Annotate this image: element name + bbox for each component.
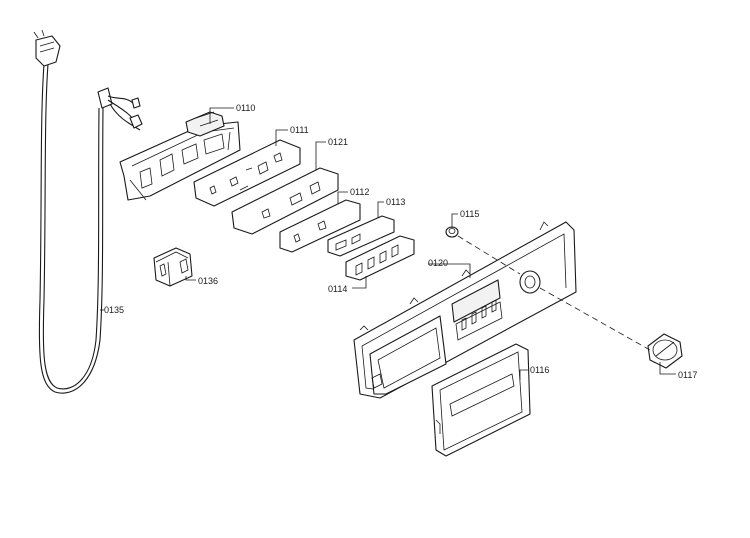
label-0113: 0113 (386, 197, 405, 207)
label-0120: 0120 (428, 258, 448, 268)
label-0136: 0136 (198, 276, 218, 286)
display-board (231, 167, 339, 235)
label-0111: 0111 (290, 125, 309, 135)
push-buttons (345, 235, 415, 281)
label-0115: 0115 (460, 209, 479, 219)
assembly-line-small-knob (457, 235, 521, 275)
control-panel-fascia (353, 221, 577, 399)
power-cable (33, 29, 143, 394)
label-0112: 0112 (350, 187, 369, 197)
cable-connector-end (97, 87, 143, 131)
power-plug (33, 29, 61, 67)
label-0117: 0117 (678, 370, 697, 380)
label-0121: 0121 (328, 137, 348, 147)
programme-knob (647, 333, 683, 369)
label-0114: 0114 (328, 284, 347, 294)
drawer-front (431, 343, 531, 457)
control-board (193, 139, 301, 207)
label-0116: 0116 (530, 365, 549, 375)
label-0135: 0135 (104, 305, 124, 315)
label-0110: 0110 (236, 103, 255, 113)
assembly-line-programme-knob (539, 287, 651, 351)
small-knob (445, 226, 459, 238)
leader-lines (100, 107, 676, 380)
module-housing (119, 111, 241, 201)
button-strip (327, 215, 395, 257)
indicator-board (279, 199, 361, 253)
interference-filter (153, 247, 193, 287)
